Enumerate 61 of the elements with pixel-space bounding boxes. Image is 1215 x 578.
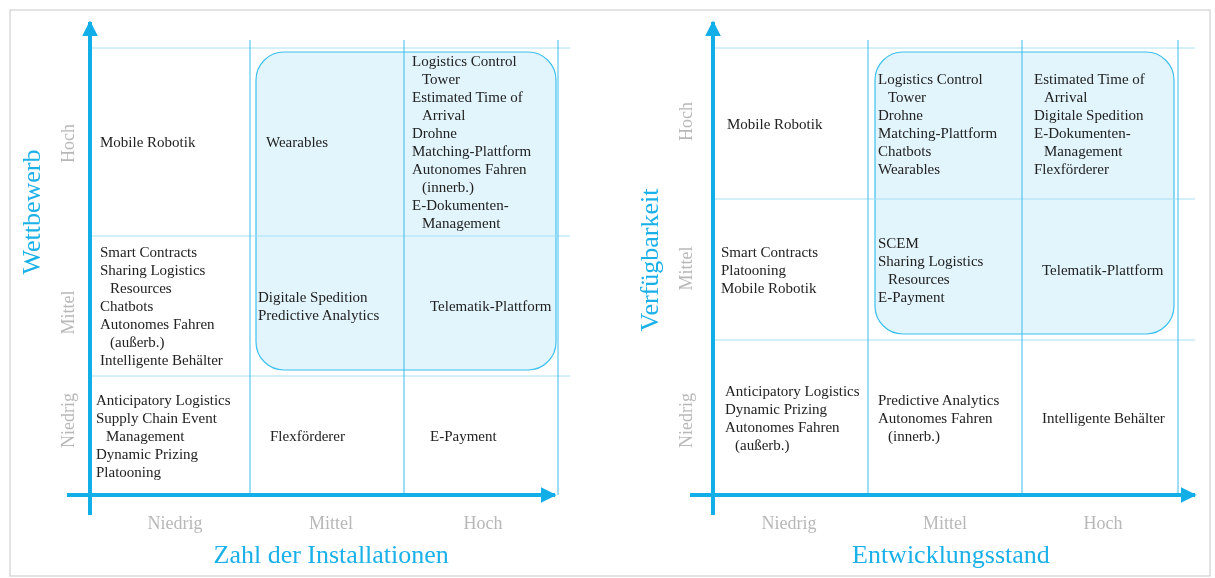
technology-name: Sharing Logistics Resources <box>878 251 985 288</box>
technology-name: Anticipatory Logistics <box>96 390 231 409</box>
technology-name: Flexförderer <box>270 426 345 445</box>
technology-name: Smart Contracts <box>100 243 198 261</box>
technology-name: Logistics Control Tower <box>412 52 518 88</box>
technology-name: Intelligente Behälter <box>1042 408 1165 427</box>
technology-name: Platooning <box>96 462 161 481</box>
technology-name: E-Payment <box>878 287 945 306</box>
axis-tick-label: Mittel <box>675 246 697 290</box>
technology-name: Telematik-Plattform <box>1042 260 1164 279</box>
axis-tick-label: Hoch <box>1083 512 1123 534</box>
technology-name: Estimated Time of Arrival <box>412 88 524 124</box>
technology-name: Mobile Robotik <box>100 133 196 151</box>
technology-name: Anticipatory Logistics <box>725 381 860 400</box>
technology-name: Drohne <box>412 124 457 142</box>
technology-name: Autonomes Fahren (außerb.) <box>725 417 841 454</box>
technology-name: Mobile Robotik <box>727 114 823 133</box>
technology-name: Predictive Analytics <box>258 306 380 324</box>
technology-name: Estimated Time of Arrival <box>1034 69 1146 106</box>
technology-name: Logistics Control Tower <box>878 69 984 106</box>
technology-name: Digitale Spedition <box>258 288 368 306</box>
technology-name: Wearables <box>878 159 941 178</box>
technology-name: Chatbots <box>100 297 154 315</box>
technology-name: E-Dokumenten-Management <box>412 196 510 232</box>
technology-name: Mobile Robotik <box>721 278 817 297</box>
technology-name: SCEM <box>878 233 919 252</box>
axis-tick-label: Hoch <box>57 123 79 163</box>
technology-name: Chatbots <box>878 141 932 160</box>
technology-name: E-Payment <box>430 426 497 445</box>
technology-name: Wearables <box>266 133 329 151</box>
technology-name: Platooning <box>721 260 786 279</box>
axis-title: Verfügbarkeit <box>634 188 665 332</box>
axis-tick-label: Niedrig <box>57 392 79 448</box>
axis-title: Entwicklungsstand <box>852 540 1050 570</box>
axis-tick-label: Mittel <box>923 512 967 534</box>
technology-name: Sharing Logistics Resources <box>100 261 207 297</box>
technology-name: Matching-Plattform <box>412 142 532 160</box>
axis-tick-label: Niedrig <box>675 392 697 448</box>
technology-name: Digitale Spedition <box>1034 105 1144 124</box>
technology-name: Autonomes Fahren (innerb.) <box>878 408 994 445</box>
technology-name: Autonomes Fahren (außerb.) <box>100 315 216 351</box>
technology-name: Smart Contracts <box>721 242 819 261</box>
axis-tick-label: Niedrig <box>147 512 203 534</box>
technology-name: Matching-Plattform <box>878 123 998 142</box>
technology-name: Autonomes Fahren (innerb.) <box>412 160 528 196</box>
technology-name: Supply Chain Event Management <box>96 408 218 445</box>
technology-name: Dynamic Prizing <box>96 444 199 463</box>
technology-name: Telematik-Plattform <box>430 297 552 315</box>
axis-tick-label: Mittel <box>309 512 353 534</box>
technology-name: E-Dokumenten-Management <box>1034 123 1132 160</box>
axis-tick-label: Niedrig <box>761 512 817 534</box>
technology-name: Drohne <box>878 105 923 124</box>
axis-tick-label: Hoch <box>675 101 697 141</box>
technology-name: Intelligente Behälter <box>100 351 223 369</box>
technology-name: Dynamic Prizing <box>725 399 828 418</box>
technology-name: Flexförderer <box>1034 159 1109 178</box>
axis-title: Zahl der Installationen <box>213 540 449 570</box>
technology-name: Predictive Analytics <box>878 390 1000 409</box>
axis-tick-label: Mittel <box>57 290 79 334</box>
axis-tick-label: Hoch <box>463 512 503 534</box>
axis-title: Wettbewerb <box>17 149 47 275</box>
